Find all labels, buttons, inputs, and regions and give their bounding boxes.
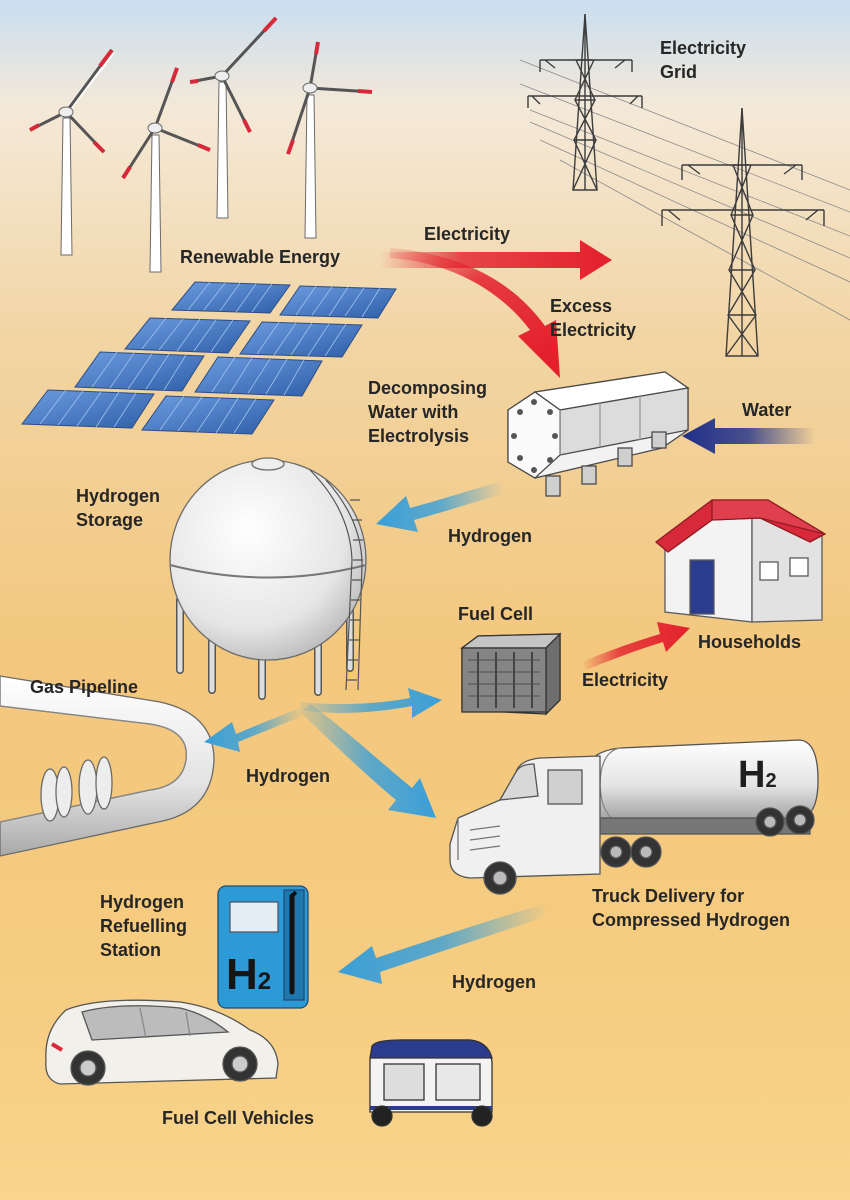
- car-icon: [45, 999, 279, 1086]
- label-line: Grid: [660, 62, 698, 82]
- wind-turbine-icon: [121, 67, 211, 273]
- electricity-arrow-to-households: [582, 622, 690, 670]
- tanker-h-letter: H: [738, 754, 766, 796]
- pylon-icon: [661, 107, 825, 357]
- pump-subscript: 2: [257, 968, 272, 995]
- label-line: Electricity: [660, 38, 747, 58]
- label-hydrogen-storage: Hydrogen Storage: [76, 484, 160, 532]
- hydrogen-arrow-to-fuel-cell: [300, 688, 442, 718]
- label-electricity-top: Electricity: [424, 224, 511, 244]
- wind-turbine-icon: [29, 48, 115, 256]
- pump-h-letter: H: [226, 950, 258, 999]
- label-line: Station: [100, 940, 161, 960]
- label-line: Water with: [368, 402, 459, 422]
- label-line: Electrolysis: [368, 426, 470, 446]
- electricity-arrow: [380, 240, 612, 280]
- wind-turbine-icon: [189, 16, 278, 219]
- auto-rickshaw-icon: [369, 1039, 493, 1127]
- hydrogen-arrow-to-storage: [376, 482, 504, 532]
- label-line: Decomposing: [368, 378, 488, 398]
- label-line: Truck Delivery for: [592, 886, 745, 906]
- label-electrolysis: Decomposing Water with Electrolysis: [368, 376, 487, 448]
- label-fuel-cell: Fuel Cell: [458, 604, 534, 624]
- house-icon: [654, 499, 827, 623]
- pipeline-icon: [0, 675, 215, 857]
- label-line: Electricity: [550, 320, 637, 340]
- label-line: Hydrogen: [100, 892, 185, 912]
- label-line: Refuelling: [100, 916, 188, 936]
- fuel-cell-icon: [460, 632, 562, 716]
- label-hydrogen-refuel-flow: Hydrogen: [452, 972, 537, 992]
- label-electricity-grid: Electricity Grid: [660, 36, 746, 84]
- pump-h2-symbol: H2: [226, 950, 271, 1000]
- fuel-pump-icon: [217, 885, 309, 1009]
- label-renewable-energy: Renewable Energy: [180, 247, 341, 267]
- water-arrow: [682, 418, 815, 454]
- label-households: Households: [698, 632, 802, 652]
- label-excess-electricity: Excess Electricity: [550, 294, 636, 342]
- label-water: Water: [742, 400, 792, 420]
- wind-turbine-icon: [286, 41, 373, 239]
- label-line: Hydrogen: [76, 486, 161, 506]
- label-line: Excess: [550, 296, 613, 316]
- power-lines: [519, 59, 850, 321]
- tanker-h2-symbol: H2: [738, 754, 777, 797]
- label-hydrogen-storage-flow: Hydrogen: [448, 526, 533, 546]
- tanker-subscript: 2: [765, 770, 777, 792]
- label-hydrogen-pipeline-flow: Hydrogen: [246, 766, 331, 786]
- label-refuelling-station: Hydrogen Refuelling Station: [100, 890, 187, 962]
- label-line: Compressed Hydrogen: [592, 910, 791, 930]
- hydrogen-arrow-to-truck: [300, 704, 436, 818]
- label-electricity-household: Electricity: [582, 670, 669, 690]
- solar-panel-icon: [21, 281, 397, 435]
- electrolyzer-icon: [507, 371, 690, 497]
- label-gas-pipeline: Gas Pipeline: [30, 677, 139, 697]
- hydrogen-arrow-to-refuelling: [338, 904, 548, 984]
- label-line: Storage: [76, 510, 144, 530]
- label-truck-delivery: Truck Delivery for Compressed Hydrogen: [592, 884, 790, 932]
- pylon-icon: [527, 13, 643, 191]
- tanker-truck-icon: [449, 739, 819, 895]
- label-fuel-cell-vehicles: Fuel Cell Vehicles: [162, 1108, 315, 1128]
- hydrogen-arrow-to-pipeline: [204, 708, 304, 752]
- storage-sphere-icon: [169, 457, 367, 700]
- excess-electricity-arrow: [390, 248, 560, 378]
